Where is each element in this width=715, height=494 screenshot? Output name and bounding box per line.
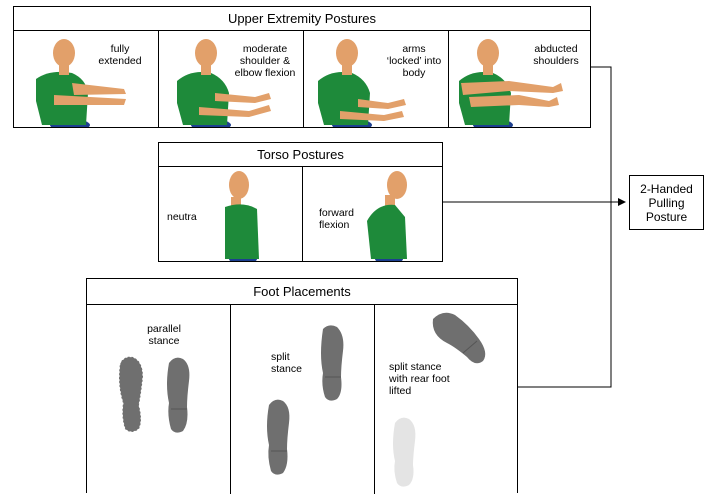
result-label: 2-Handed Pulling Posture bbox=[640, 182, 693, 224]
upper-panel-fully-extended: fully extended bbox=[14, 31, 159, 127]
label-fully-extended: fully extended bbox=[92, 43, 148, 67]
label-arms-locked: arms ‘locked’ into body bbox=[386, 43, 442, 79]
label-split-stance-rear-lifted: split stance with rear foot lifted bbox=[389, 361, 459, 397]
label-split-stance: split stance bbox=[271, 351, 311, 375]
upper-panel-moderate-flexion: moderate shoulder & elbow flexion bbox=[159, 31, 304, 127]
footprints-split bbox=[231, 305, 375, 494]
torso-panel-row: neutra forward flexion bbox=[158, 166, 443, 262]
upper-title: Upper Extremity Postures bbox=[13, 6, 591, 31]
result-box: 2-Handed Pulling Posture bbox=[629, 175, 704, 230]
label-abducted-shoulders: abducted shoulders bbox=[525, 43, 587, 67]
upper-connector bbox=[591, 67, 611, 202]
label-torso-forward-flexion: forward flexion bbox=[319, 207, 369, 231]
torso-panel-forward-flexion: forward flexion bbox=[303, 167, 442, 261]
label-torso-neutral: neutra bbox=[167, 211, 217, 223]
foot-panel-row: parallel stance split stance split stanc… bbox=[86, 304, 518, 493]
foot-panel-parallel: parallel stance bbox=[87, 305, 231, 494]
label-moderate-flexion: moderate shoulder & elbow flexion bbox=[227, 43, 303, 79]
footprints-split-rear-lifted bbox=[375, 305, 517, 494]
torso-panel-neutral: neutra bbox=[159, 167, 303, 261]
foot-connector bbox=[517, 202, 611, 387]
torso-title: Torso Postures bbox=[158, 142, 443, 167]
upper-panel-row: fully extended moderate shoulder & elbow… bbox=[13, 30, 591, 128]
label-parallel-stance: parallel stance bbox=[139, 323, 189, 347]
upper-panel-arms-locked: arms ‘locked’ into body bbox=[304, 31, 449, 127]
upper-panel-abducted: abducted shoulders bbox=[449, 31, 590, 127]
foot-title: Foot Placements bbox=[86, 278, 518, 305]
foot-panel-split: split stance bbox=[231, 305, 375, 494]
foot-panel-split-lifted: split stance with rear foot lifted bbox=[375, 305, 517, 494]
